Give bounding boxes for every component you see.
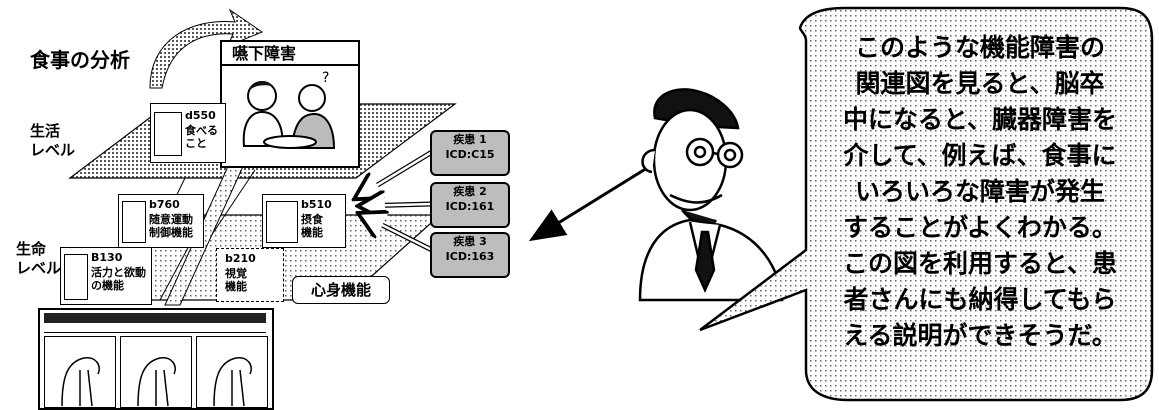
bubble-line-4: 介して、例えば、食事に [843, 141, 1117, 170]
disease-3: 疾患 3 ICD:163 [430, 232, 510, 278]
disease-3-icd: ICD:163 [445, 250, 495, 263]
body-functions-label: 心身機能 [292, 276, 390, 304]
disease-1-icd: ICD:C15 [445, 148, 495, 161]
bubble-line-1: このような機能障害の [854, 33, 1105, 62]
speech-bubble-shape [699, 6, 1154, 402]
b510-label: 摂食 機能 [301, 213, 323, 239]
d550-label: 食べる こと [185, 124, 218, 150]
function-b510: b510 摂食 機能 [262, 194, 346, 248]
life-level-label: 生命 レベル [16, 240, 62, 277]
diagram-title: 食事の分析 [30, 48, 130, 72]
bubble-line-6: することがよくわかる。 [843, 213, 1117, 242]
b130-code: B130 [91, 251, 123, 264]
dysphagia-illustration: ? [242, 70, 336, 149]
b510-code: b510 [301, 198, 332, 211]
svg-text:?: ? [322, 70, 329, 86]
disease-2-icd: ICD:161 [445, 200, 495, 213]
function-b760: b760 随意運動 制御機能 [118, 194, 204, 248]
bubble-line-9: える説明ができそうだ。 [843, 321, 1117, 350]
b760-label: 随意運動 制御機能 [149, 213, 193, 239]
b210-code: b210 [225, 252, 256, 265]
function-d550: d550 食べる こと [150, 103, 226, 163]
eating-person-icon [154, 112, 182, 156]
b130-label: 活力と欲動 の機能 [91, 266, 146, 292]
vitality-icon [64, 254, 88, 300]
speech-bubble-text: このような機能障害の 関連図を見ると、脳卒 中になると、臓器障害を 介して、例え… [812, 30, 1148, 354]
bubble-line-2: 関連図を見ると、脳卒 [855, 69, 1105, 98]
life-activity-level-label: 生活 レベル [30, 122, 76, 159]
bubble-line-3: 中になると、臓器障害を [842, 105, 1117, 134]
eating-function-icon [266, 201, 298, 243]
dysphagia-box: 嚥下障害 ? [220, 40, 360, 168]
bubble-line-5: いろいろな障害が発生 [854, 177, 1105, 206]
throat-anatomy-drawings [61, 357, 252, 407]
b210-label: 視覚 機能 [225, 267, 247, 293]
disease-1-name: 疾患 1 [453, 133, 487, 146]
disease-3-name: 疾患 3 [453, 235, 487, 248]
motion-icon [122, 201, 146, 243]
anatomy-panel [38, 308, 274, 410]
dysphagia-title: 嚥下障害 [222, 42, 358, 66]
disease-1: 疾患 1 ICD:C15 [430, 130, 510, 176]
bubble-line-8: 者さんにも納得してもら [843, 285, 1117, 314]
anatomy-panel-header [44, 313, 266, 323]
disease-2-name: 疾患 2 [453, 185, 487, 198]
anatomy-panel-caption [44, 325, 266, 333]
curved-arrow [149, 8, 264, 89]
function-b130: B130 活力と欲動 の機能 [60, 247, 152, 305]
function-b210: b210 視覚 機能 [216, 248, 284, 302]
d550-code: d550 [185, 109, 216, 122]
b760-code: b760 [149, 198, 180, 211]
doctor-illustration [638, 88, 784, 302]
disease-2: 疾患 2 ICD:161 [430, 182, 510, 228]
pointer-arrow [528, 158, 661, 242]
bubble-line-7: この図を利用すると、患 [842, 249, 1117, 278]
